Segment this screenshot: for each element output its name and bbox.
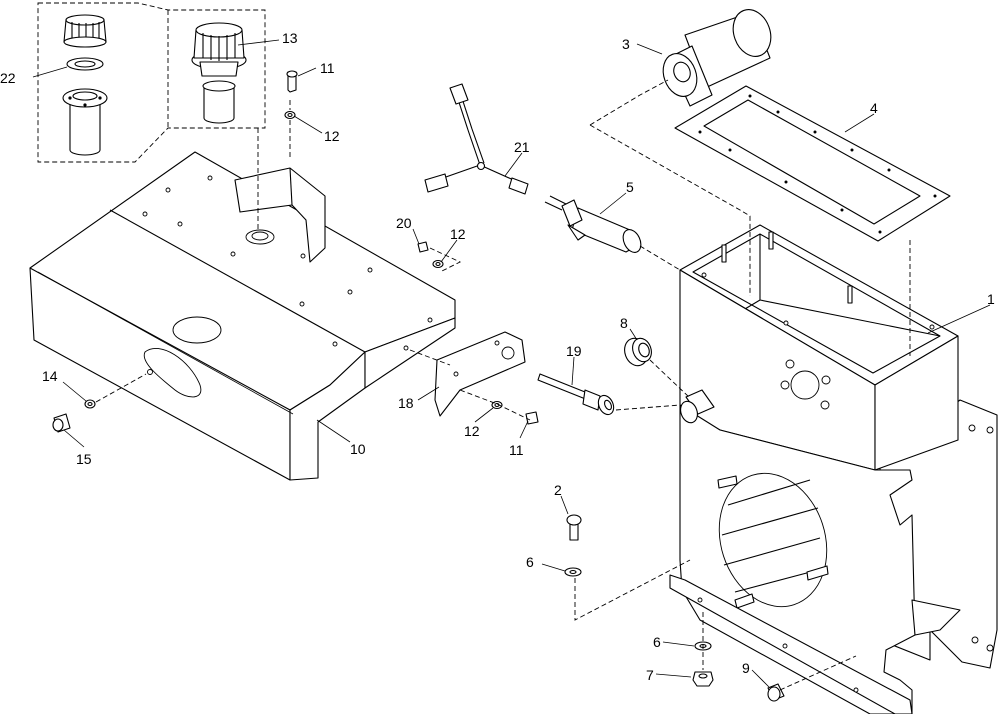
leader-lines	[32, 39, 991, 688]
label-part-12-mid: 12	[450, 226, 466, 242]
label-part-22: 22	[0, 70, 16, 86]
label-part-13: 13	[282, 30, 298, 46]
part-labels: 22 13 11 12 3 4 21 5 20 12 1 8 19 14 18 …	[0, 30, 995, 683]
sight-gauge-8	[624, 337, 652, 367]
drain-valve-19	[537, 373, 615, 416]
label-part-3: 3	[622, 36, 630, 52]
hydraulic-tank-1	[669, 224, 998, 714]
assembly-lines	[95, 79, 911, 691]
label-part-5: 5	[626, 179, 634, 195]
label-part-14: 14	[42, 368, 58, 384]
filter-element-3	[662, 9, 772, 107]
label-part-8: 8	[620, 315, 628, 331]
label-part-12-low: 12	[464, 423, 480, 439]
wiring-harness-21	[424, 83, 529, 195]
label-part-10: 10	[350, 441, 366, 457]
label-part-9: 9	[742, 660, 750, 676]
label-part-2: 2	[554, 482, 562, 498]
fasteners	[52, 70, 785, 702]
label-part-19: 19	[566, 343, 582, 359]
label-part-7: 7	[646, 667, 654, 683]
label-part-20: 20	[396, 215, 412, 231]
label-part-6-low: 6	[653, 634, 661, 650]
label-part-6-mid: 6	[526, 554, 534, 570]
plate-18	[434, 331, 526, 417]
breather-assembly-13	[191, 22, 247, 124]
filter-cap-assembly-22	[62, 14, 108, 156]
label-part-18: 18	[398, 395, 414, 411]
label-part-21: 21	[514, 139, 530, 155]
inset-boxes	[37, 2, 266, 163]
label-part-11-top: 11	[320, 60, 335, 76]
level-switch-5	[544, 195, 642, 253]
gasket-4	[674, 85, 951, 242]
label-part-15: 15	[76, 451, 92, 467]
tank-cover-10	[29, 151, 456, 481]
label-part-11-low: 11	[509, 442, 524, 458]
label-part-4: 4	[870, 100, 878, 116]
label-part-12-top: 12	[324, 128, 340, 144]
label-part-1: 1	[987, 291, 995, 307]
